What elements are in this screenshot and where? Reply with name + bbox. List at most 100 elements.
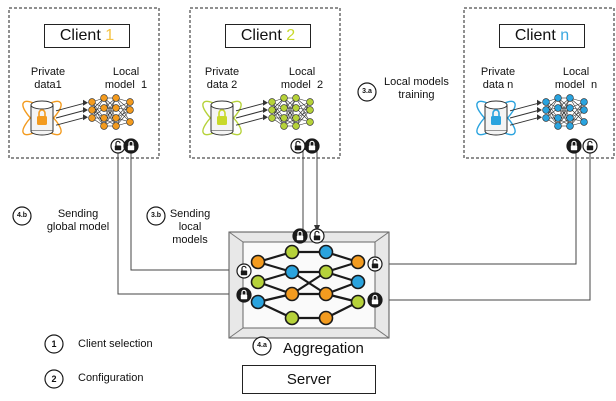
network-node <box>126 118 134 126</box>
server-network-node <box>318 264 334 280</box>
network-node <box>566 104 574 112</box>
network-node <box>280 122 288 130</box>
network-node <box>306 118 314 126</box>
open-lock-icon <box>367 256 383 272</box>
database-lock-icon <box>484 100 508 136</box>
step-4b-text: Sending global model <box>46 208 110 233</box>
closed-lock-icon <box>566 138 582 154</box>
server-network-node <box>318 244 334 260</box>
network-node <box>100 122 108 130</box>
network-node <box>292 94 300 102</box>
client-n-visuals <box>476 94 588 136</box>
client-1-title: Client 1 <box>44 24 130 48</box>
network-node <box>554 104 562 112</box>
network-node <box>580 98 588 106</box>
step-badge-s3a <box>357 82 377 102</box>
step-badge-s3b-label: 3.b <box>150 212 162 219</box>
client-n-private-data-label: Private data n <box>480 66 516 91</box>
step-badge-s2-label: 2 <box>51 374 57 384</box>
server-network-node <box>284 244 300 260</box>
network-node <box>280 94 288 102</box>
closed-lock-icon <box>236 287 252 303</box>
server-network-node <box>250 274 266 290</box>
database-lock-icon <box>30 100 54 136</box>
connection-lines <box>117 150 591 301</box>
step-1-text: Client selection <box>78 338 153 350</box>
network-node <box>280 104 288 112</box>
neural-network-icon <box>268 94 314 130</box>
server-box: Server <box>242 365 376 394</box>
step-badge-s3a-label: 3.a <box>362 88 372 95</box>
network-node <box>112 122 120 130</box>
network-node <box>126 106 134 114</box>
closed-lock-icon <box>123 138 139 154</box>
server-network-node <box>284 310 300 326</box>
client-n-title: Client n <box>499 24 585 48</box>
network-node <box>566 122 574 130</box>
client-1-private-data-label: Private data1 <box>30 66 66 91</box>
network-node <box>580 118 588 126</box>
server-network-node <box>284 264 300 280</box>
client-1-index: 1 <box>105 27 115 44</box>
network-node <box>542 106 550 114</box>
server-network-node <box>250 254 266 270</box>
step-badge-s4a-label: 4.a <box>257 342 267 349</box>
network-node <box>554 122 562 130</box>
network-node <box>306 98 314 106</box>
server-network-node <box>318 286 334 302</box>
network-node <box>112 94 120 102</box>
network-node <box>100 104 108 112</box>
step-badge-s2 <box>44 369 64 389</box>
network-node <box>306 106 314 114</box>
closed-lock-icon <box>367 292 383 308</box>
client-1-local-model-label: Local model 1 <box>104 66 148 91</box>
client-n-index: n <box>560 27 570 44</box>
server-network-node <box>284 286 300 302</box>
client-1-box <box>8 7 160 159</box>
network-node <box>126 98 134 106</box>
client-2-local-model-label: Local model 2 <box>280 66 324 91</box>
open-lock-icon <box>236 263 252 279</box>
network-node <box>88 106 96 114</box>
step-badge-s4b <box>12 206 32 226</box>
aggregation-network <box>250 244 366 326</box>
network-node <box>88 98 96 106</box>
step-badge-s1-label: 1 <box>51 339 57 349</box>
step-badge-s4a <box>252 336 272 356</box>
client-2-title-word: Client <box>240 27 287 44</box>
server-network-node <box>350 274 366 290</box>
data-flow-arrows <box>55 99 88 126</box>
network-node <box>292 114 300 122</box>
network-node <box>100 114 108 122</box>
step-2-text: Configuration <box>78 372 144 384</box>
client-2-visuals <box>202 94 314 136</box>
network-node <box>112 114 120 122</box>
network-node <box>566 94 574 102</box>
network-node <box>580 106 588 114</box>
network-node <box>566 114 574 122</box>
network-node <box>268 106 276 114</box>
server-network-node <box>350 254 366 270</box>
network-node <box>268 114 276 122</box>
network-node <box>112 104 120 112</box>
database-lock-icon <box>210 100 234 136</box>
step-badge-s3b <box>146 206 166 226</box>
data-flow-arrows <box>235 99 268 126</box>
client-n-local-model-label: Local model n <box>554 66 598 91</box>
step-badge-s1 <box>44 334 64 354</box>
client-1-title-word: Client <box>59 27 106 44</box>
closed-lock-icon <box>292 228 308 244</box>
open-lock-icon <box>110 138 126 154</box>
network-node <box>268 98 276 106</box>
client-2-title: Client 2 <box>225 24 311 48</box>
open-lock-icon <box>309 228 325 244</box>
client-2-index: 2 <box>286 27 296 44</box>
server-network-node <box>350 294 366 310</box>
open-lock-icon <box>290 138 306 154</box>
open-lock-icon <box>582 138 598 154</box>
network-node <box>88 114 96 122</box>
network-node <box>292 104 300 112</box>
neural-network-icon <box>88 94 134 130</box>
